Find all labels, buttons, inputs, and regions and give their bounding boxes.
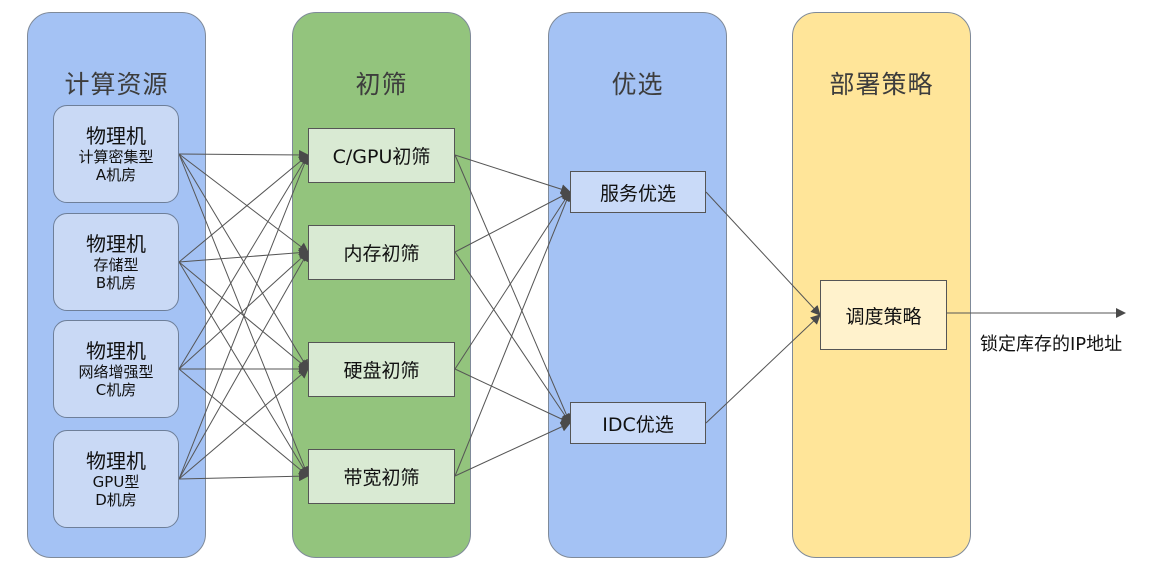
resource-room: A机房	[95, 166, 137, 184]
edge-select-0-deploy	[705, 191, 821, 316]
resource-kind: 计算密集型	[78, 148, 154, 166]
edge-filter-1-select-0	[454, 191, 571, 253]
resource-type: 物理机	[86, 449, 146, 473]
edge-resource-1-filter-2	[178, 261, 309, 370]
resource-type: 物理机	[86, 339, 146, 363]
column-select: 优选	[548, 12, 727, 558]
edge-resource-0-filter-0	[178, 149, 309, 160]
resource-type: 物理机	[86, 124, 146, 148]
resource-kind: 网络增强型	[78, 363, 154, 381]
resource-node-b: 物理机 存储型 B机房	[53, 213, 179, 311]
edge-filter-1-select-1	[454, 251, 571, 424]
edge-resource-3-filter-2	[178, 368, 309, 480]
resource-type: 物理机	[86, 232, 146, 256]
edge-resource-2-filter-3	[178, 368, 309, 477]
select-node-idc: IDC优选	[570, 402, 706, 444]
edge-resource-2-filter-0	[178, 154, 309, 370]
column-title-deploy: 部署策略	[829, 70, 934, 99]
edge-filter-0-select-0	[454, 154, 571, 195]
resource-kind: GPU型	[92, 473, 140, 491]
edge-filter-0-select-1	[454, 154, 572, 424]
edge-resource-3-filter-1	[178, 251, 309, 480]
deploy-node-scheduling: 调度策略	[820, 280, 947, 350]
filter-node-memory: 内存初筛	[308, 225, 455, 280]
edge-select-1-deploy	[705, 314, 821, 424]
resource-room: C机房	[95, 381, 137, 399]
edge-resource-2-filter-1	[178, 251, 309, 370]
resource-node-d: 物理机 GPU型 D机房	[53, 430, 179, 528]
filter-node-bandwidth: 带宽初筛	[308, 449, 455, 504]
edge-filter-2-select-0	[454, 191, 571, 370]
edge-resource-1-filter-0	[178, 154, 309, 263]
edge-resource-0-filter-1	[178, 153, 309, 253]
filter-node-disk: 硬盘初筛	[308, 342, 455, 397]
output-label: 锁定库存的IP地址	[980, 334, 1123, 355]
column-title-select: 优选	[611, 70, 664, 99]
edge-resource-3-filter-3	[178, 471, 309, 482]
edge-resource-1-filter-1	[178, 247, 309, 263]
edge-filter-3-select-1	[454, 422, 571, 477]
resource-node-a: 物理机 计算密集型 A机房	[53, 105, 179, 203]
resource-room: B机房	[95, 274, 137, 292]
resource-room: D机房	[95, 491, 137, 509]
edge-filter-2-select-1	[454, 368, 571, 424]
resource-kind: 存储型	[93, 256, 139, 274]
edge-filter-3-select-0	[454, 191, 572, 477]
resource-node-c: 物理机 网络增强型 C机房	[53, 320, 179, 418]
filter-node-cgpu: C/GPU初筛	[308, 128, 455, 183]
column-title-resources: 计算资源	[64, 70, 169, 99]
edge-resource-3-filter-0	[178, 154, 310, 480]
column-title-filter: 初筛	[355, 70, 408, 99]
select-node-service: 服务优选	[570, 171, 706, 213]
